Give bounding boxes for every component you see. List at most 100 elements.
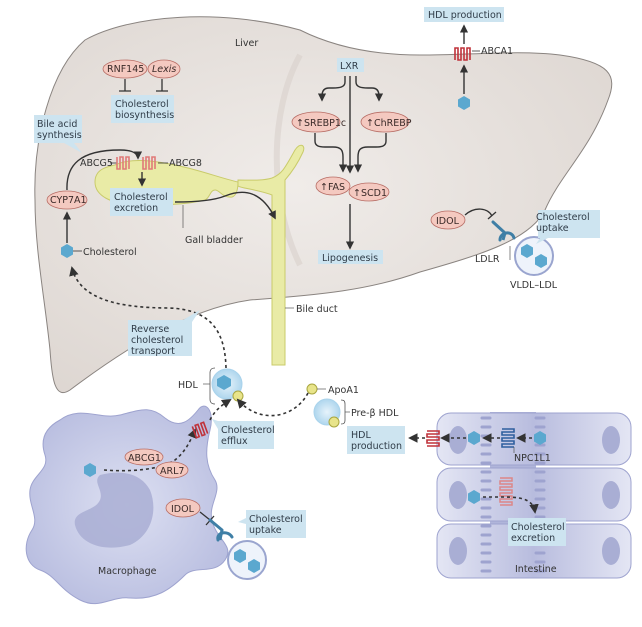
bile-acid-synthesis-label: Bile acid synthesis [37, 119, 82, 141]
bile-duct-label: Bile duct [296, 304, 338, 315]
lipogenesis-label: Lipogenesis [322, 253, 378, 264]
abca1-pathway: HDL production ABCA1 [424, 7, 513, 110]
ldlr-receptor-icon [491, 220, 516, 242]
cholesterol-hex-icon [61, 244, 73, 258]
arl7-pill [155, 461, 189, 479]
abca1-transporter-icon [454, 47, 471, 61]
abca1-label: ABCA1 [481, 46, 513, 57]
srebp1c-pill [291, 111, 341, 133]
lipogenesis-box [318, 250, 383, 264]
abcg1-label: ABCG1 [128, 453, 161, 464]
vldl-ldl-particle [514, 236, 554, 276]
abcg8-label: ABCG8 [169, 158, 202, 169]
apoa1-icon [232, 390, 244, 402]
hdl-particle: HDL [178, 367, 244, 405]
fas-label: ↑FAS [320, 182, 345, 193]
biosynthesis-regulation: RNF145 Lexis Cholesterol biosynthesis [102, 59, 181, 123]
cholesterol-hex-icon [468, 490, 480, 504]
abcg5-abcg8-pathway: ABCG5 ABCG8 Cholesterol excretion [80, 156, 276, 220]
chrebp-label: ↑ChREBP [366, 118, 412, 129]
ldl-particle [227, 540, 267, 580]
scd1-pill [348, 182, 390, 202]
nucleus [602, 426, 620, 454]
abcg5-abcg8-transporter-icon [499, 477, 513, 506]
nucleus [602, 537, 620, 565]
gall-bladder-label: Gall bladder [185, 235, 243, 246]
macrophage: Macrophage ABCG1 ARL7 Cholesterol efflux… [25, 398, 306, 605]
nucleus [449, 481, 467, 509]
macrophage-label: Macrophage [98, 566, 157, 577]
cholesterol-hex-icon [534, 431, 546, 445]
cholesterol-uptake-liver-label: Cholesterol uptake [536, 212, 593, 234]
cyp7a1-pathway: CYP7A1 Cholesterol [46, 149, 143, 258]
cholesterol-excretion-intestine-label: Cholesterol excretion [511, 522, 568, 544]
liver-lobe-line [273, 53, 303, 267]
intestine-label: Intestine [515, 564, 557, 575]
abcg8-transporter-icon [142, 156, 156, 170]
bile-acid-synthesis-callout: Bile acid synthesis [34, 115, 82, 153]
cholesterol-hex-icon [217, 375, 231, 390]
lxr-box [337, 58, 364, 72]
abca1-transporter-icon [426, 430, 440, 447]
apoa1-icon [328, 416, 340, 428]
cholesterol-hex-icon [234, 549, 246, 563]
hdl-production-top-label: HDL production [428, 10, 502, 21]
hdl-production-intestine-label: HDL production [351, 430, 402, 452]
fas-pill [315, 176, 351, 196]
microvilli [480, 416, 546, 573]
nucleus [449, 537, 467, 565]
idol-liver-label: IDOL [436, 216, 460, 227]
reverse-cholesterol-transport-label: Reverse cholesterol transport [131, 324, 186, 357]
ldlr-label: LDLR [475, 254, 500, 265]
srebp1c-label: ↑SREBP1c [296, 118, 346, 129]
liver: Liver [34, 16, 613, 393]
npc1l1-transporter-icon [501, 428, 515, 448]
hdl-label: HDL [178, 380, 198, 391]
cholesterol-hex-icon [535, 254, 547, 268]
cholesterol-hex-icon [248, 559, 260, 573]
cholesterol-hex-icon [458, 96, 470, 110]
nucleus [602, 481, 620, 509]
lexis-pill [147, 59, 181, 79]
abcg5-label: ABCG5 [80, 158, 113, 169]
cholesterol-excretion-intestine-box [508, 518, 566, 546]
abcg5-transporter-icon [116, 156, 130, 170]
cholesterol-biosynthesis-box [111, 95, 174, 123]
hdl-production-top-box [424, 7, 504, 22]
rnf145-pill [102, 59, 148, 79]
lxr-label: LXR [340, 61, 359, 72]
macrophage-nucleus [74, 472, 154, 548]
idol-liver-pill [430, 210, 466, 230]
ldlr-pathway: IDOL LDLR VLDL–LDL Cholesterol uptake [430, 208, 600, 291]
reverse-cholesterol-transport: Reverse cholesterol transport [69, 266, 227, 369]
cholesterol-excretion-liver-label: Cholesterol excretion [114, 192, 171, 214]
cholesterol-uptake-macrophage-label: Cholesterol uptake [249, 514, 306, 536]
pre-beta-hdl: ApoA1 Pre-β HDL HDL production [236, 383, 405, 454]
scd1-label: ↑SCD1 [353, 188, 387, 199]
cholesterol-hex-icon [468, 431, 480, 445]
lexis-label: Lexis [152, 64, 176, 75]
apoa1-icon [306, 383, 318, 395]
apoa1-label: ApoA1 [328, 385, 359, 396]
bile-duct-shape [237, 144, 305, 366]
cholesterol-label: Cholesterol [83, 247, 137, 258]
intestine: NPC1L1 Cholesterol excretion Intestine [408, 412, 632, 579]
rnf145-label: RNF145 [107, 64, 144, 75]
liver-shape [34, 16, 613, 393]
hdl-production-intestine-box [347, 426, 405, 454]
cyp7a1-pill [46, 190, 88, 210]
idol-macrophage-label: IDOL [171, 504, 195, 515]
cyp7a1-label: CYP7A1 [50, 195, 87, 206]
cholesterol-efflux-label: Cholesterol efflux [221, 425, 278, 447]
idol-macrophage-pill [165, 498, 201, 518]
liver-label: Liver [235, 38, 258, 49]
lxr-network: LXR ↑SREBP1c ↑ChREBP ↑FAS ↑SCD1 Lipogene… [291, 58, 412, 264]
cholesterol-hex-icon [521, 244, 533, 258]
nucleus [449, 426, 467, 454]
abcg1-transporter-icon [191, 421, 209, 439]
arl7-label: ARL7 [160, 466, 184, 477]
abcg1-pill [124, 448, 164, 466]
cholesterol-excretion-liver-box [110, 188, 173, 216]
vldl-ldl-label: VLDL–LDL [510, 280, 558, 291]
